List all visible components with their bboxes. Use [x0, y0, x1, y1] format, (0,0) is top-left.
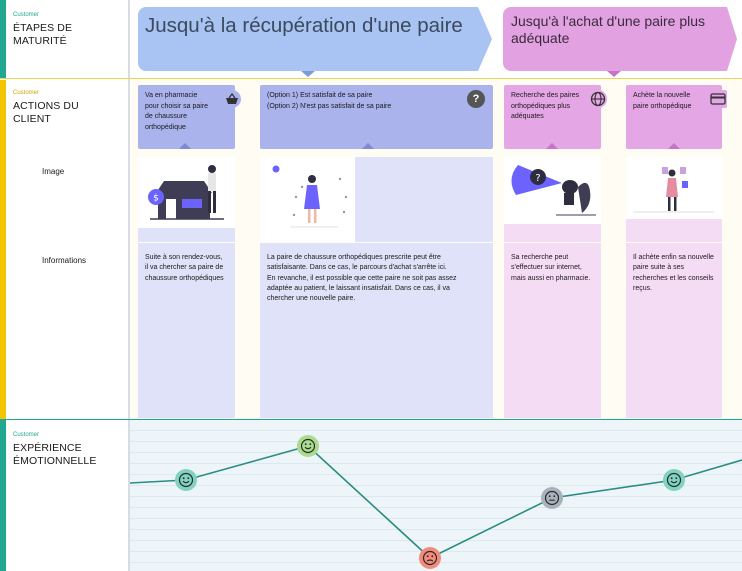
action-2-option-1: (Option 1) Est satisfait de sa paire — [267, 92, 373, 99]
stages-divider — [0, 78, 742, 79]
action-3-caret — [546, 143, 558, 149]
info-card-4: Il achète enfin sa nouvelle paire suite … — [626, 243, 722, 418]
question-icon: ? — [467, 90, 485, 108]
emotion-line — [129, 445, 742, 559]
actions-section-tag: Customer — [13, 90, 40, 96]
shopping-illustration — [634, 167, 714, 213]
actions-accent-bar — [0, 80, 6, 419]
stage-2-arrow-tip — [725, 7, 737, 71]
emotion-face-sad-icon — [419, 547, 441, 569]
left-column: Customer ÉTAPES DE MATURITÉ Customer ACT… — [0, 0, 130, 571]
emotion-divider — [0, 419, 742, 420]
image-box-4 — [626, 157, 722, 242]
info-1-text: Suite à son rendez-vous, il va chercher … — [145, 254, 224, 282]
info-card-3: Sa recherche peut s'effectuer sur intern… — [504, 243, 601, 418]
stage-banner-1: Jusqu'à la récupération d'une paire — [138, 7, 478, 71]
image-row-label: Image — [42, 167, 65, 176]
info-card-2: La paire de chaussure orthopédiques pres… — [260, 243, 493, 418]
image-box-3: ? — [504, 157, 601, 242]
stages-accent-bar — [0, 0, 6, 78]
emotion-accent-bar — [0, 420, 6, 571]
emotion-face-neutral-icon — [541, 487, 563, 509]
action-card-2: (Option 1) Est satisfait de sa paire (Op… — [260, 85, 493, 149]
emotion-face-very-happy-icon — [297, 435, 319, 457]
image-box-1: $ — [138, 157, 235, 242]
info-card-1: Suite à son rendez-vous, il va chercher … — [138, 243, 235, 418]
action-2-option-2: (Option 2) N'est pas satisfait de sa pai… — [267, 102, 392, 110]
action-1-text: Va en pharmacie pour choisir sa paire de… — [145, 92, 209, 131]
action-4-caret — [668, 143, 680, 149]
stage-1-caret — [301, 71, 315, 77]
action-card-1: Va en pharmacie pour choisir sa paire de… — [138, 85, 235, 149]
globe-icon — [589, 90, 607, 108]
info-2-text-2: En revanche, il est possible que cette p… — [267, 274, 457, 303]
info-2-text-1: La paire de chaussure orthopédiques pres… — [267, 254, 447, 272]
emotion-face-happy-icon — [663, 469, 685, 491]
person-thinking-illustration — [272, 165, 348, 228]
actions-section-title: ACTIONS DU CLIENT — [13, 100, 79, 125]
svg-text:$: $ — [153, 194, 159, 204]
action-3-text: Recherche des paires orthopédiques plus … — [511, 92, 580, 120]
stages-section-tag: Customer — [13, 12, 40, 18]
stage-2-caret — [607, 71, 621, 77]
credit-card-icon — [709, 90, 727, 108]
emotion-graph-area — [129, 420, 742, 571]
stage-banner-2: Jusqu'à l'achat d'une paire plus adéquat… — [503, 7, 727, 71]
emotion-section-title: EXPÉRIENCE ÉMOTIONNELLE — [13, 442, 97, 467]
stages-section-title: ÉTAPES DE MATURITÉ — [13, 22, 73, 47]
action-2-caret — [362, 143, 374, 149]
basket-icon — [223, 90, 241, 108]
info-3-text: Sa recherche peut s'effectuer sur intern… — [511, 254, 591, 282]
info-row-label: Informations — [42, 256, 87, 265]
action-1-caret — [179, 143, 191, 149]
stage-1-arrow-tip — [476, 7, 492, 71]
pharmacy-illustration: $ — [148, 165, 224, 220]
image-box-2 — [260, 157, 493, 242]
stage-1-title: Jusqu'à la récupération d'une paire — [145, 14, 463, 37]
action-card-3: Recherche des paires orthopédiques plus … — [504, 85, 601, 149]
search-illustration: ? — [511, 165, 596, 216]
action-card-4: Achète la nouvelle paire orthopédique — [626, 85, 722, 149]
stage-2-title: Jusqu'à l'achat d'une paire plus adéquat… — [511, 13, 706, 46]
svg-text:?: ? — [535, 173, 540, 184]
emotion-section-tag: Customer — [13, 432, 40, 438]
action-4-text: Achète la nouvelle paire orthopédique — [633, 92, 692, 110]
info-4-text: Il achète enfin sa nouvelle paire suite … — [633, 254, 714, 292]
emotion-face-happy-icon — [175, 469, 197, 491]
emotion-curve — [129, 435, 742, 569]
